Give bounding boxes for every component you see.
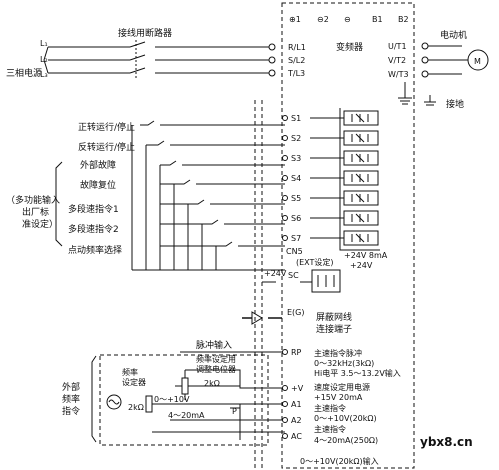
- inputs-group-label: （多功能输入 出厂标 准设定）: [6, 161, 63, 247]
- ground-label: 接地: [446, 98, 464, 110]
- terminal-a1: A1: [291, 400, 302, 409]
- terminal-vt2: V/T2: [388, 56, 406, 65]
- svg-text:准设定）: 准设定）: [22, 218, 58, 230]
- voltage-range: 0～+10V: [154, 395, 190, 404]
- p-mark: P: [232, 407, 237, 416]
- breaker-switch-icon: [268, 43, 276, 77]
- note-2: Hi电平 3.5～13.2V输入: [314, 368, 401, 378]
- terminal-p1: ⊕1: [289, 15, 301, 24]
- ext-setting-label: (EXT设定): [296, 257, 334, 267]
- top-terminal-row: ⊕1 ⊖2 ⊖ B1 B2: [289, 15, 409, 24]
- terminal-cn5: CN5: [286, 247, 303, 256]
- terminal-ac: AC: [291, 432, 302, 441]
- watermark: ybx8.cn: [420, 435, 473, 449]
- power-label: 三相电源: [6, 67, 42, 79]
- terminal-ut1: U/T1: [388, 42, 407, 51]
- input-multispeed-1: 多段速指令1: [68, 203, 119, 215]
- shield-label-2: 连接端子: [316, 323, 352, 335]
- power-lines: L₁ L₂ L₃: [40, 39, 272, 79]
- pot-label-2: 调整电位器: [196, 364, 236, 374]
- note-4: +15V 20mA: [314, 393, 363, 402]
- terminal-s5: S5: [291, 194, 301, 203]
- input-multispeed-2: 多段速指令2: [68, 223, 119, 235]
- supply-24v-right: +24V: [350, 261, 373, 270]
- note-6: 0～+10V(20kΩ): [314, 414, 377, 423]
- terminal-tl3: T/L3: [287, 69, 305, 78]
- svg-text:M: M: [474, 57, 481, 66]
- setter-value: 2kΩ: [128, 403, 144, 412]
- terminal-s6: S6: [291, 214, 301, 223]
- output-lines: U/T1 V/T2 W/T3: [388, 42, 470, 79]
- terminal-s3: S3: [291, 154, 301, 163]
- terminal-rp: RP: [291, 348, 302, 357]
- control-terminal-column: S1 S2 S3 S4 S5 S6 S7 CN5: [282, 114, 303, 256]
- setter-label-2: 设定器: [122, 377, 146, 387]
- inverter-label: 变频器: [336, 41, 363, 53]
- motor-icon: M: [467, 49, 489, 71]
- svg-text:频率: 频率: [62, 393, 80, 405]
- optocoupler-array: [310, 108, 380, 251]
- svg-text:指令: 指令: [62, 405, 80, 417]
- jumper-block-icon: [262, 269, 341, 293]
- pot-value: 2kΩ: [204, 379, 220, 388]
- note-9: 0～+10V(20kΩ)输入: [300, 456, 379, 466]
- analog-terminal-column: +V A1 A2 AC: [282, 384, 304, 441]
- note-3: 速度设定用电源: [314, 382, 370, 392]
- terminal-eg: E(G): [287, 308, 305, 317]
- shield-terminal-icon: [242, 311, 282, 325]
- input-rev-run: 反转运行/停止: [78, 141, 135, 153]
- input-fault-reset: 故障复位: [80, 179, 116, 191]
- input-ext-fault: 外部故障: [80, 159, 116, 171]
- terminal-sc: SC: [288, 271, 299, 280]
- terminal-sl2: S/L2: [288, 56, 305, 65]
- svg-text:出厂标: 出厂标: [22, 206, 49, 218]
- line-l2-label: L₂: [40, 55, 48, 64]
- supply-24v-8ma-label: +24V 8mA: [344, 251, 388, 260]
- current-range: 4～20mA: [168, 411, 205, 420]
- terminal-wt3: W/T3: [388, 70, 409, 79]
- shield-label-1: 屏蔽网线: [316, 311, 352, 323]
- ext-freq-box: [99, 354, 269, 446]
- terminal-s2: S2: [291, 134, 301, 143]
- terminal-s4: S4: [291, 174, 301, 183]
- input-fwd-run: 正转运行/停止: [78, 121, 135, 133]
- potentiometer-icon: [145, 370, 189, 413]
- note-0: 主速指令脉冲: [314, 348, 362, 358]
- note-1: 0～32kHz(3kΩ): [314, 359, 374, 368]
- ac-source-icon: [106, 394, 122, 410]
- pot-label-1: 频率设定用: [196, 354, 236, 364]
- note-7: 主速指令: [314, 424, 346, 434]
- note-5: 主速指令: [314, 403, 346, 413]
- terminal-rl1: R/L1: [288, 43, 306, 52]
- terminal-b1: B1: [372, 15, 383, 24]
- svg-text:（多功能输入: （多功能输入: [6, 194, 60, 206]
- input-jog-select: 点动频率选择: [68, 244, 122, 256]
- supply-24v-label: +24V: [264, 269, 287, 278]
- motor-label: 电动机: [440, 29, 467, 41]
- input-switch-wiring: [131, 120, 285, 271]
- line-l1-label: L₁: [40, 39, 48, 48]
- svg-text:外部: 外部: [62, 381, 80, 393]
- breaker-label: 接线用断路器: [118, 27, 172, 39]
- setter-label-1: 频率: [122, 367, 138, 377]
- terminal-a2: A2: [291, 416, 302, 425]
- right-notes: 主速指令脉冲 0～32kHz(3kΩ) Hi电平 3.5～13.2V输入 速度设…: [300, 348, 401, 466]
- ext-freq-label: 外部 频率 指令: [62, 355, 97, 443]
- shield-cable: [254, 100, 263, 470]
- inverter-enclosure: [281, 2, 415, 469]
- analog-wiring: [152, 369, 285, 440]
- ground-icon: [398, 82, 436, 106]
- note-8: 4～20mA(250Ω): [314, 436, 378, 445]
- terminal-n2: ⊖2: [317, 15, 329, 24]
- terminal-b2: B2: [398, 15, 409, 24]
- pulse-input-label: 脉冲输入: [196, 339, 232, 351]
- terminal-s1: S1: [291, 114, 301, 123]
- terminal-s7: S7: [291, 234, 301, 243]
- terminal-plus-v: +V: [291, 384, 304, 393]
- terminal-n: ⊖: [344, 15, 351, 24]
- line-l3-label: L₃: [40, 70, 48, 79]
